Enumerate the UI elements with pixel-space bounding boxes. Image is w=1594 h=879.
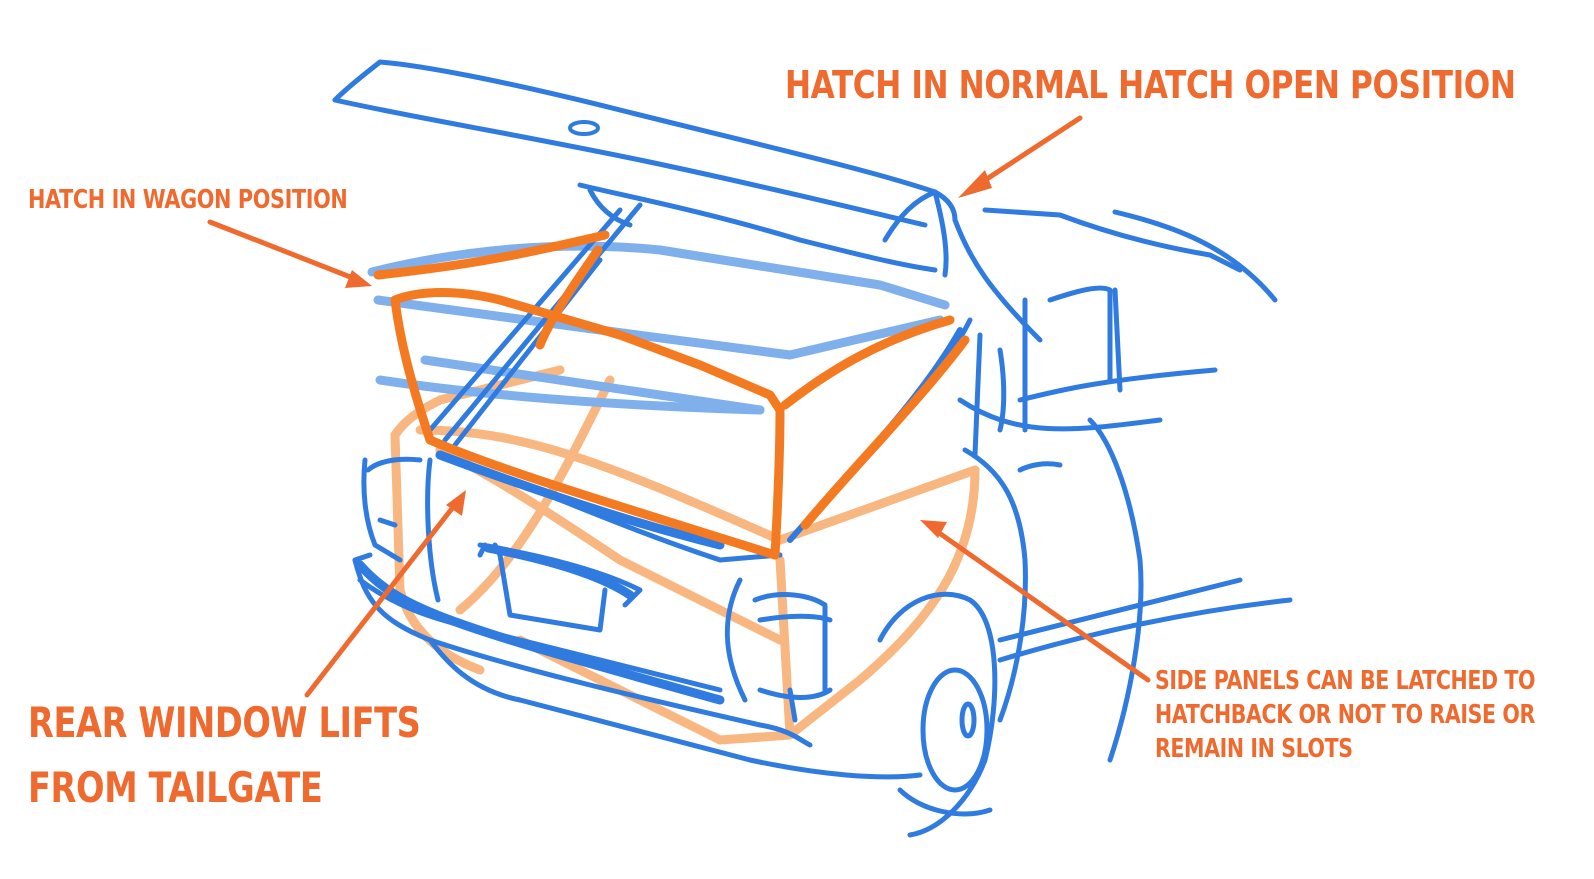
label-rear-window: REAR WINDOW LIFTS FROM TAILGATE [28,690,421,820]
label-side-panels-line-1: SIDE PANELS CAN BE LATCHED TO [1155,666,1536,696]
arrow-side-panels [932,527,1151,683]
label-side-panels: SIDE PANELS CAN BE LATCHED TO HATCHBACK … [1155,665,1535,766]
label-hatch-open-text: HATCH IN NORMAL HATCH OPEN POSITION [785,63,1516,107]
label-hatch-open: HATCH IN NORMAL HATCH OPEN POSITION [785,62,1516,110]
label-rear-window-line-2: FROM TAILGATE [28,763,323,813]
label-hatch-wagon: HATCH IN WAGON POSITION [28,184,348,217]
label-side-panels-line-3: REMAIN IN SLOTS [1155,733,1353,764]
car-body-heavy [355,450,725,705]
rear-window-outline [373,230,970,560]
label-rear-window-line-1: REAR WINDOW LIFTS [28,698,421,747]
annotation-arrows [207,115,1151,698]
arrow-rear-window [304,499,460,698]
hatch-wagon-outline [367,241,950,415]
arrow-hatch-wagon [207,219,361,283]
label-hatch-wagon-text: HATCH IN WAGON POSITION [28,185,348,215]
arrow-hatch-open [967,115,1083,193]
label-side-panels-line-2: HATCHBACK OR NOT TO RAISE OR [1155,699,1535,730]
